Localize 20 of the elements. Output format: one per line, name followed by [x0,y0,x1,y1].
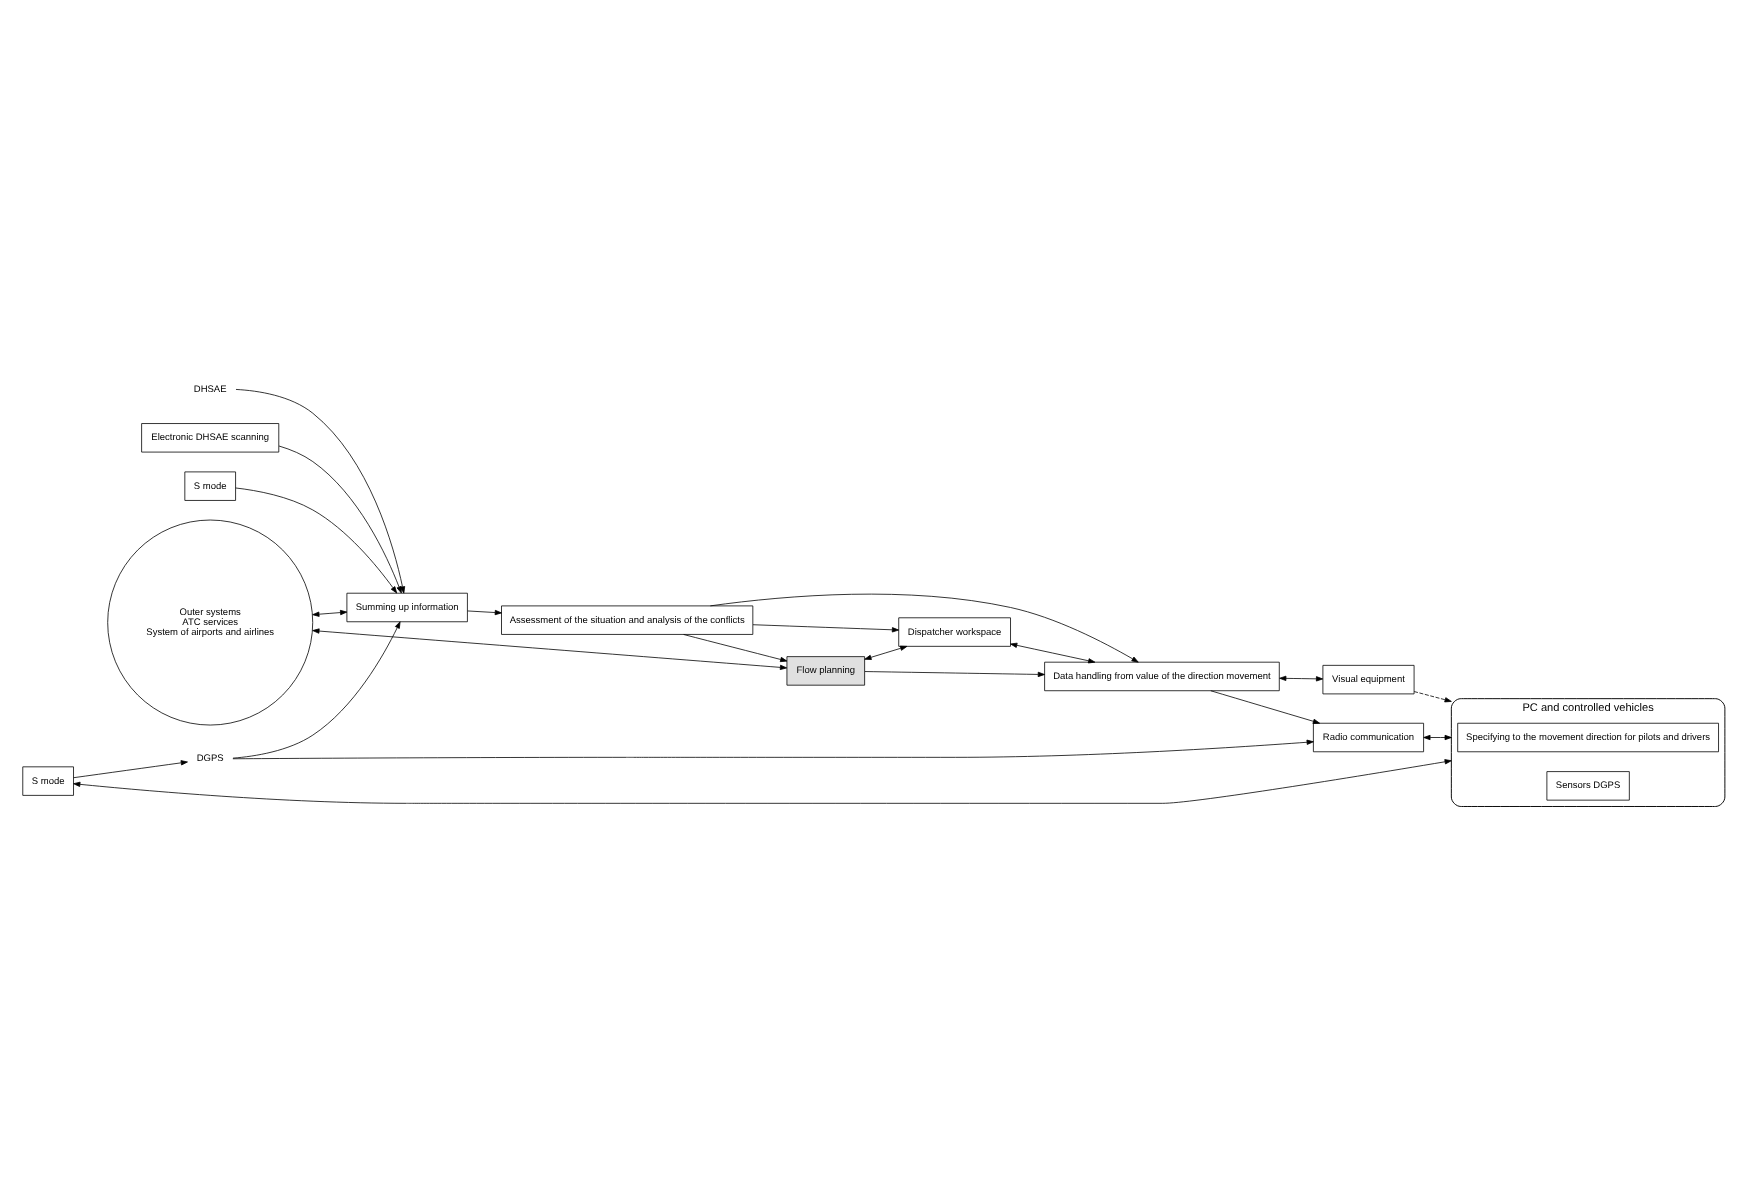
arrow [72,760,187,779]
arrow [751,624,899,633]
arrow [1422,734,1451,741]
arrow [234,487,397,594]
arrow [863,645,907,660]
arrow [1278,675,1323,682]
arrow [234,389,405,594]
arrow [72,759,1451,804]
arrow [1209,690,1319,724]
arrow [311,609,347,617]
arrow [277,445,401,594]
arrow [708,593,1138,663]
arrow [1412,691,1451,703]
arrow [466,609,501,616]
arrow [863,671,1044,678]
arrow [311,628,787,670]
arrow [231,739,1313,760]
arrow [231,621,400,759]
arrow [1009,642,1095,664]
arrow [682,634,787,663]
